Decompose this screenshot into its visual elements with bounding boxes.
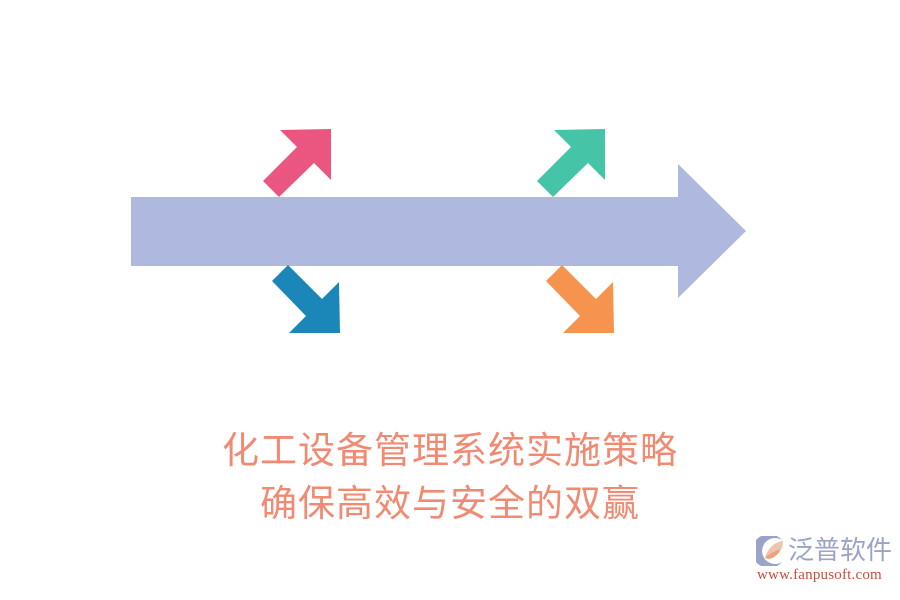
title-block: 化工设备管理系统实施策略 确保高效与安全的双赢 [0,424,900,530]
fanpu-circle-swoosh-logo-icon [756,536,783,566]
title-line-1: 化工设备管理系统实施策略 [222,429,678,472]
brand-url: www.fanpusoft.com [757,567,882,583]
logo-row: 泛普软件 [756,534,892,568]
branch-arrow-down-right [546,265,614,333]
title-line-2: 确保高效与安全的双赢 [260,482,640,525]
brand-name: 泛普软件 [788,536,893,566]
branch-arrow-down-left [272,265,340,333]
brand-logo: 泛普软件 www.fanpusoft.com [756,532,892,594]
branch-arrow-up-left [263,129,331,197]
main-process-arrow [131,164,746,298]
branch-arrow-up-right [537,129,605,197]
